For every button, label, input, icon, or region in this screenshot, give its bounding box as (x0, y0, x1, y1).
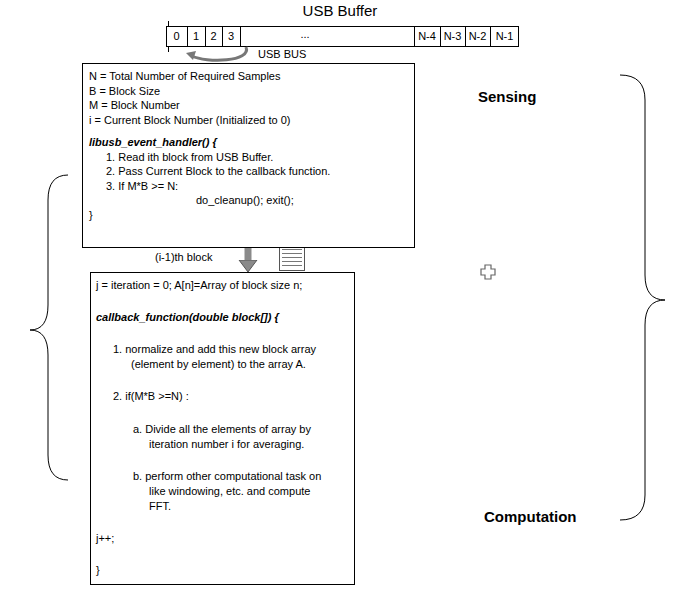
cell-divider (240, 27, 241, 47)
code-line: N = Total Number of Required Samples (83, 69, 408, 84)
tick-mark (168, 47, 169, 52)
buffer-cell-index: 0 (166, 29, 187, 43)
cell-divider (465, 27, 466, 47)
code-line: a. Divide all the elements of array by i… (91, 422, 350, 452)
phase-label: Computation (484, 510, 576, 524)
cell-divider (490, 27, 491, 47)
code-line: } (91, 563, 350, 578)
bus-label: USB BUS (258, 47, 306, 61)
buffer-cell-index: N-3 (440, 29, 465, 43)
code-line: 2. Pass Current Block to the callback fu… (83, 164, 408, 179)
right-curly-brace (620, 75, 665, 520)
plus-symbol (481, 265, 495, 279)
code-line: do_cleanup(); exit(); (83, 193, 408, 208)
bus-curl-head (186, 51, 196, 60)
tick-mark (168, 21, 169, 26)
cell-divider (187, 27, 188, 47)
buffer-icon-stripe (282, 265, 302, 266)
code-line: 1. normalize and add this new block arra… (91, 342, 350, 372)
process-box: N = Total Number of Required SamplesB = … (82, 63, 415, 248)
diagram-title: USB Buffer (270, 2, 410, 19)
buffer-cell-index: N-4 (414, 29, 440, 43)
bus-curl-arrow (192, 47, 247, 60)
buffer-cell-index: 1 (187, 29, 205, 43)
code-line: B = Block Size (83, 84, 408, 99)
buffer-icon (280, 245, 305, 271)
code-line: b. perform other computational task on l… (91, 469, 350, 514)
cell-divider (414, 27, 415, 47)
buffer-cell-index: 3 (222, 29, 240, 43)
code-line: 1. Read ith block from USB Buffer. (83, 150, 408, 165)
buffer-icon-stripe (282, 261, 302, 262)
buffer-cell-index: N-2 (465, 29, 490, 43)
buffer-cell-index: N-1 (490, 29, 519, 43)
buffer-icon-stripe (282, 249, 302, 250)
cell-divider (222, 27, 223, 47)
cell-divider (440, 27, 441, 47)
function-heading: callback_function(double block[]) { (91, 310, 350, 325)
buffer-icon-frame (280, 245, 305, 271)
buffer-outline (167, 27, 519, 47)
code-line: 3. If M*B >= N: (83, 179, 408, 194)
buffer-cell-ellipsis: ... (290, 27, 320, 41)
cell-divider (205, 27, 206, 47)
buffer-icon-stripe (282, 257, 302, 258)
phase-label: Sensing (478, 90, 536, 104)
code-line: j = iteration = 0; A[n]=Array of block s… (91, 278, 350, 293)
code-line: i = Current Block Number (Initialized to… (83, 113, 408, 128)
flow-arrow (245, 248, 252, 260)
usb-buffer-cells (167, 21, 519, 52)
code-line: 2. if(M*B >=N) : (91, 389, 350, 404)
code-line: M = Block Number (83, 98, 408, 113)
buffer-icon-stripe (282, 253, 302, 254)
process-box: j = iteration = 0; A[n]=Array of block s… (90, 272, 355, 585)
function-heading: libusb_event_handler() { (83, 135, 408, 150)
code-line: } (83, 208, 408, 223)
left-curly-brace (30, 175, 68, 480)
code-line: j++; (91, 531, 350, 546)
buffer-cell-index: 2 (205, 29, 222, 43)
block-label: (i-1)th block (155, 250, 212, 264)
